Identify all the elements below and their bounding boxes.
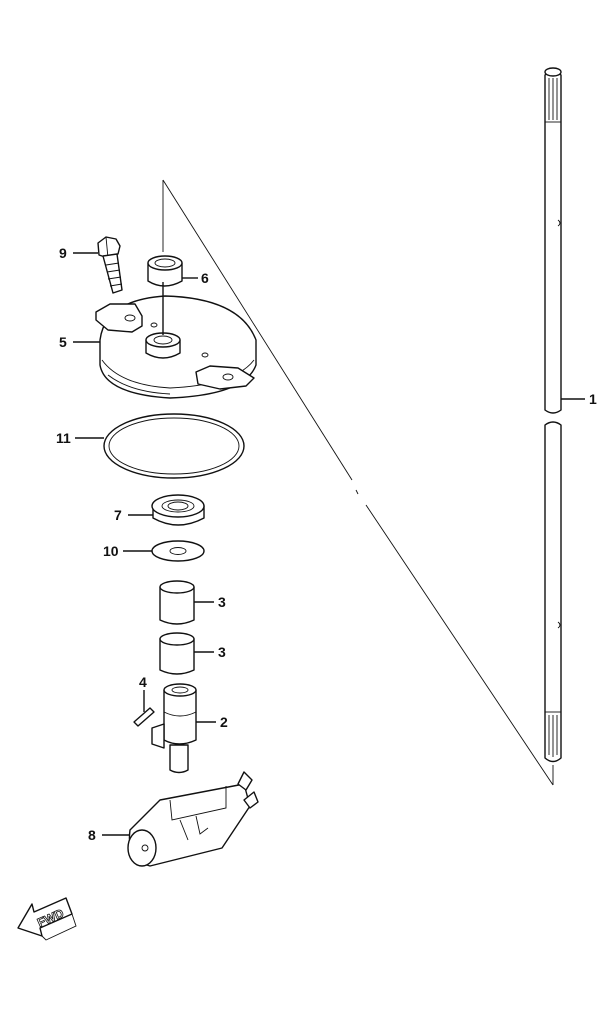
bearing-part-7	[151, 494, 205, 526]
callout-6: 6	[201, 270, 209, 286]
callout-3b: 3	[218, 644, 226, 660]
callout-4: 4	[139, 674, 147, 690]
callout-5: 5	[59, 334, 67, 350]
pin-part-4	[133, 707, 155, 727]
bolt-part-9	[97, 236, 123, 294]
washer-part-10	[151, 540, 205, 562]
callout-10: 10	[103, 543, 119, 559]
joint-part-2	[151, 683, 197, 774]
callout-7: 7	[114, 507, 122, 523]
callout-11: 11	[56, 430, 71, 446]
sleeve-part-3a	[159, 580, 195, 625]
callout-3a: 3	[218, 594, 226, 610]
oring-part-11	[103, 413, 245, 479]
callout-1: 1	[589, 391, 597, 407]
callout-9: 9	[59, 245, 67, 261]
fwd-arrow-icon: FWD	[17, 897, 77, 941]
housing-part-5	[95, 295, 257, 399]
holder-part-8	[127, 771, 259, 867]
callout-8: 8	[88, 827, 96, 843]
callout-2: 2	[220, 714, 228, 730]
bushing-part-6	[147, 255, 183, 287]
leader-lines	[73, 252, 585, 836]
sleeve-part-3b	[159, 632, 195, 675]
shaft-part-1	[544, 67, 562, 763]
callout-labels: 1 2 3 3 4 5 6 7 8 9 10 11	[56, 245, 597, 843]
reference-lines	[162, 179, 554, 786]
